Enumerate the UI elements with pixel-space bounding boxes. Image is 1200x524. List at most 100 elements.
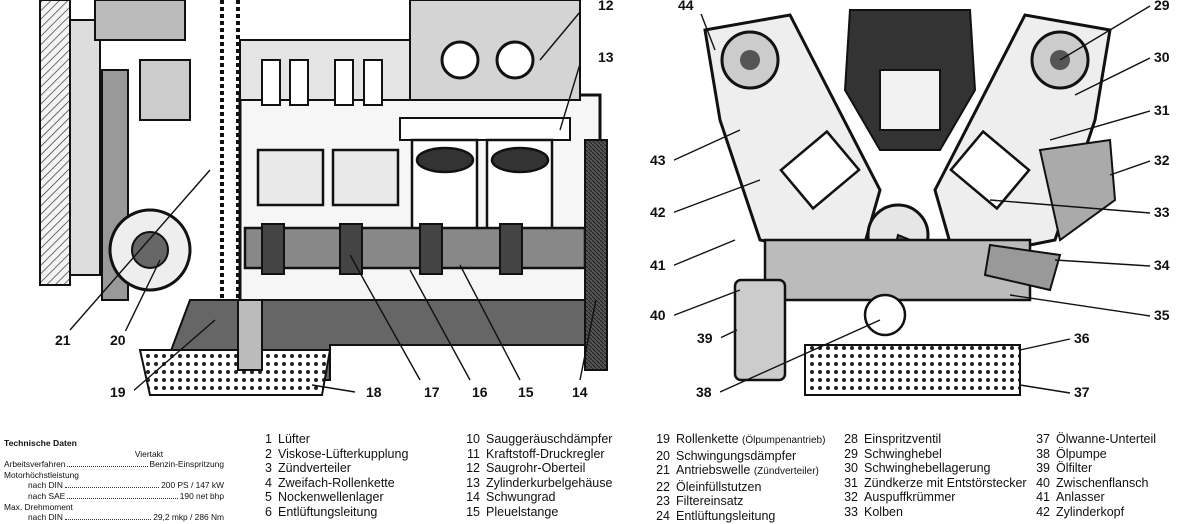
callout-number: 42 <box>650 204 666 220</box>
callout-leader-line <box>1019 338 1071 351</box>
legend-item: 10 Sauggeräuschdämpfer <box>458 432 612 447</box>
legend-label: Sauggeräuschdämpfer <box>486 432 613 446</box>
legend-sublabel: (Ölpumpenantrieb) <box>742 435 826 446</box>
callout-leader-line <box>69 169 211 331</box>
front-section-engine <box>703 9 1117 396</box>
callout-label-bg <box>648 151 674 169</box>
callout-label-bg <box>648 256 674 274</box>
legend-item: 4 Zweifach-Rollenkette <box>250 476 408 491</box>
callout-leader-line <box>671 289 741 317</box>
legend-number: 32 <box>844 490 858 505</box>
callout-number: 41 <box>650 257 666 273</box>
callout-leader-line <box>311 384 356 393</box>
legend-number: 5 <box>265 490 272 505</box>
legend-number: 12 <box>466 461 480 476</box>
legend-label: Schwingungsdämpfer <box>676 448 797 463</box>
callout-leader-line <box>124 259 161 333</box>
viscous-fan-clutch <box>69 19 101 276</box>
legend-number: 20 <box>656 448 670 463</box>
callout-label-bg <box>516 383 542 401</box>
legend-sublabel: (Zündverteiler) <box>753 466 819 478</box>
legend-label: Zweifach-Rollenkette <box>278 475 395 490</box>
callout-leader-line <box>671 129 741 162</box>
callout-leader-line <box>131 319 216 393</box>
legend-number: 38 <box>1036 446 1050 461</box>
legend-number: 40 <box>1036 475 1050 490</box>
callout-label-bg <box>1072 383 1098 401</box>
distributor <box>139 59 191 121</box>
legend-number: 22 <box>656 479 670 494</box>
starter <box>983 243 1062 292</box>
legend-label: Viskose-Lüfterkupplung <box>278 446 409 461</box>
callout-leader-line <box>1049 110 1151 141</box>
legend-label: Pleuelstange <box>486 504 559 519</box>
legend-number: 37 <box>1036 432 1050 446</box>
callout-number: 40 <box>650 307 666 323</box>
callout-number: 30 <box>1154 49 1170 65</box>
callout-label-bg <box>648 306 674 324</box>
callout-leader-line <box>1019 384 1071 394</box>
legend-number: 13 <box>466 475 480 490</box>
legend-number: 19 <box>656 432 670 446</box>
callout-number: 44 <box>678 0 694 13</box>
tech-cycle: Viertakt <box>134 448 164 459</box>
callout-label-bg <box>1152 48 1178 66</box>
legend-label: Nockenwellenlager <box>278 490 384 505</box>
legend-number: 31 <box>844 475 858 490</box>
callout-leader-line <box>1009 294 1151 317</box>
callout-label-bg <box>1152 306 1178 324</box>
legend-label: Einspritzventil <box>864 432 942 446</box>
intake-manifold <box>409 0 581 101</box>
callout-label-bg <box>422 383 448 401</box>
callout-leader-line <box>349 254 421 381</box>
legend-label: Ölfilter <box>1056 461 1093 476</box>
callout-leader-line <box>579 299 597 381</box>
piston-1 <box>256 148 325 207</box>
callout-label-bg <box>694 383 720 401</box>
callout-label-bg <box>676 0 702 14</box>
callout-label-bg <box>1152 203 1178 221</box>
callout-label-bg <box>570 383 596 401</box>
callout-number: 18 <box>366 384 382 400</box>
legend-number: 14 <box>466 490 480 505</box>
callout-label-bg <box>1072 329 1098 347</box>
callout-number: 34 <box>1154 257 1170 273</box>
tech-torque-heading: Max. Drehmoment <box>4 501 73 512</box>
legend-number: 30 <box>844 461 858 476</box>
callout-leader-line <box>539 11 581 61</box>
callout-label-bg <box>1152 101 1178 119</box>
legend-number: 29 <box>844 446 858 461</box>
tech-heading: Technische Daten <box>4 438 77 448</box>
callout-label-bg <box>53 331 79 349</box>
legend-number: 10 <box>466 432 480 446</box>
callout-label-bg <box>108 383 134 401</box>
side-view-engine <box>39 0 608 396</box>
callout-number: 39 <box>697 330 713 346</box>
legend-label: Filtereinsatz <box>676 494 744 509</box>
callout-leader-line <box>1074 57 1151 96</box>
callout-number: 12 <box>598 0 614 13</box>
tech-power-sae-row: nach SAE 190 net bhp <box>28 490 224 501</box>
callout-number: 43 <box>650 152 666 168</box>
oil-filter <box>733 278 787 382</box>
callout-leader-line <box>459 264 521 381</box>
legend-label: Schwinghebel <box>864 446 942 461</box>
legend-label: Entlüftungsleitung <box>278 504 378 519</box>
callout-label-bg <box>470 383 496 401</box>
callout-leader-line <box>1059 5 1151 61</box>
legend-number: 4 <box>265 475 272 490</box>
